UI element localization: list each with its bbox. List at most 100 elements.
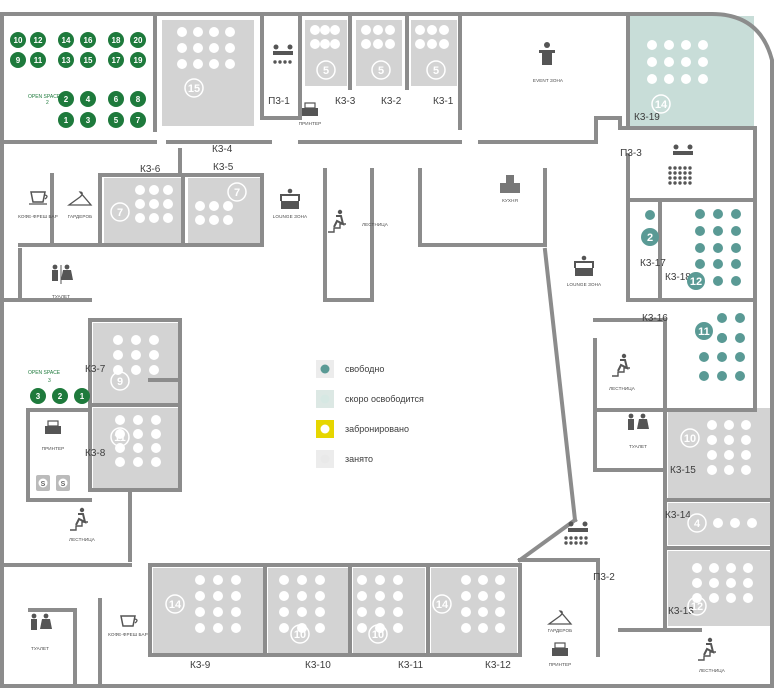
room-k3-9-area[interactable] [153, 568, 263, 653]
desk-number: 4 [86, 95, 91, 104]
open-space-desk[interactable]: 7 [130, 112, 146, 128]
free-seat[interactable] [713, 276, 723, 286]
open-space-desk[interactable]: 9 [10, 52, 26, 68]
zone-label-lounge: LOUNGE ЗОНА [273, 214, 308, 219]
open-space-desk[interactable]: 13 [58, 52, 74, 68]
free-seat[interactable] [695, 209, 705, 219]
free-seat[interactable] [731, 209, 741, 219]
open-space-desk[interactable]: 10 [10, 32, 26, 48]
seat [297, 591, 307, 601]
free-seat[interactable] [699, 371, 709, 381]
free-seat[interactable] [731, 243, 741, 253]
free-seat[interactable] [699, 352, 709, 362]
open-space-desk[interactable]: 19 [130, 52, 146, 68]
seat [647, 57, 657, 67]
open-space-desk[interactable]: 1 [58, 112, 74, 128]
open-space-desk[interactable]: 12 [30, 32, 46, 48]
free-seat[interactable] [713, 226, 723, 236]
free-seat[interactable] [695, 226, 705, 236]
free-seat[interactable] [695, 259, 705, 269]
open-space-desk[interactable]: 4 [80, 91, 96, 107]
seat [726, 578, 736, 588]
free-seat[interactable] [713, 243, 723, 253]
free-seat[interactable] [695, 243, 705, 253]
open-space-desk[interactable]: 2 [52, 388, 68, 404]
seat [726, 593, 736, 603]
open-space-desk[interactable]: 1 [74, 388, 90, 404]
free-seat[interactable] [717, 371, 727, 381]
desk-number: 9 [16, 56, 21, 65]
seat [495, 575, 505, 585]
room-capacity-badge: 7 [227, 182, 247, 202]
seat [195, 575, 205, 585]
open-space-desk[interactable]: 17 [108, 52, 124, 68]
seat [495, 623, 505, 633]
free-seat[interactable] [717, 333, 727, 343]
seat [193, 59, 203, 69]
free-seat[interactable] [731, 276, 741, 286]
seat [478, 623, 488, 633]
open-space-desk[interactable]: 20 [130, 32, 146, 48]
open-space-desk[interactable]: 18 [108, 32, 124, 48]
room-capacity-badge: 4 [687, 513, 707, 533]
room-label: К3-17 [640, 258, 666, 269]
room-k3-13-area[interactable] [668, 551, 770, 626]
open-space-desk[interactable]: 3 [30, 388, 46, 404]
room-capacity: 5 [378, 65, 384, 77]
open-space-desk[interactable]: 5 [108, 112, 124, 128]
room-k3-19-area[interactable] [630, 16, 754, 126]
free-seat[interactable] [735, 371, 745, 381]
seat [135, 185, 145, 195]
free-seat[interactable] [717, 352, 727, 362]
free-seat[interactable] [717, 313, 727, 323]
skype-icon-2: S [56, 475, 70, 491]
desk-number: 20 [134, 36, 143, 45]
room-capacity: 12 [691, 601, 703, 613]
seat [195, 215, 205, 225]
seat [373, 25, 383, 35]
room-capacity: 2 [647, 232, 653, 244]
room-k3-15-area[interactable] [668, 408, 770, 498]
room-capacity: 10 [372, 629, 384, 641]
free-seat[interactable] [735, 352, 745, 362]
seat [724, 465, 734, 475]
open-space-desk[interactable]: 14 [58, 32, 74, 48]
open-space-desk[interactable]: 3 [80, 112, 96, 128]
seat [495, 607, 505, 617]
room-capacity-badge: 11 [695, 322, 713, 340]
seat [195, 623, 205, 633]
free-seat[interactable] [645, 210, 655, 220]
open-space-desk[interactable]: 2 [58, 91, 74, 107]
printer-icon-bottom [552, 642, 568, 656]
free-seat[interactable] [731, 259, 741, 269]
open-space-desk[interactable]: 8 [130, 91, 146, 107]
open-space-desk[interactable]: 6 [108, 91, 124, 107]
free-seat[interactable] [713, 209, 723, 219]
free-seat[interactable] [735, 313, 745, 323]
legend-label-free: свободно [345, 364, 384, 374]
room-k3-5-area[interactable] [188, 178, 260, 244]
seat [647, 74, 657, 84]
room-label: К3-10 [305, 660, 331, 671]
seat [213, 591, 223, 601]
seat [297, 607, 307, 617]
free-seat[interactable] [713, 259, 723, 269]
free-seat[interactable] [735, 333, 745, 343]
room-capacity-badge: 10 [368, 624, 388, 644]
seat [209, 59, 219, 69]
seat [361, 25, 371, 35]
open-space-desk[interactable]: 16 [80, 32, 96, 48]
seat [478, 591, 488, 601]
free-seat[interactable] [731, 226, 741, 236]
open-space-desk[interactable]: 11 [30, 52, 46, 68]
svg-text:S: S [41, 481, 46, 488]
open-space-desk[interactable]: 15 [80, 52, 96, 68]
room-label: К3-19 [634, 112, 660, 123]
meeting-table-icon [273, 44, 293, 64]
seat [461, 623, 471, 633]
room-k3-4-area[interactable] [162, 20, 254, 126]
room-capacity-badge: 14 [651, 94, 671, 114]
zone-label-printer-bottom: ПРИНТЕР [549, 662, 572, 667]
zone-label-kitchen: КУХНЯ [502, 198, 518, 203]
room-capacity-badge: 9 [110, 371, 130, 391]
